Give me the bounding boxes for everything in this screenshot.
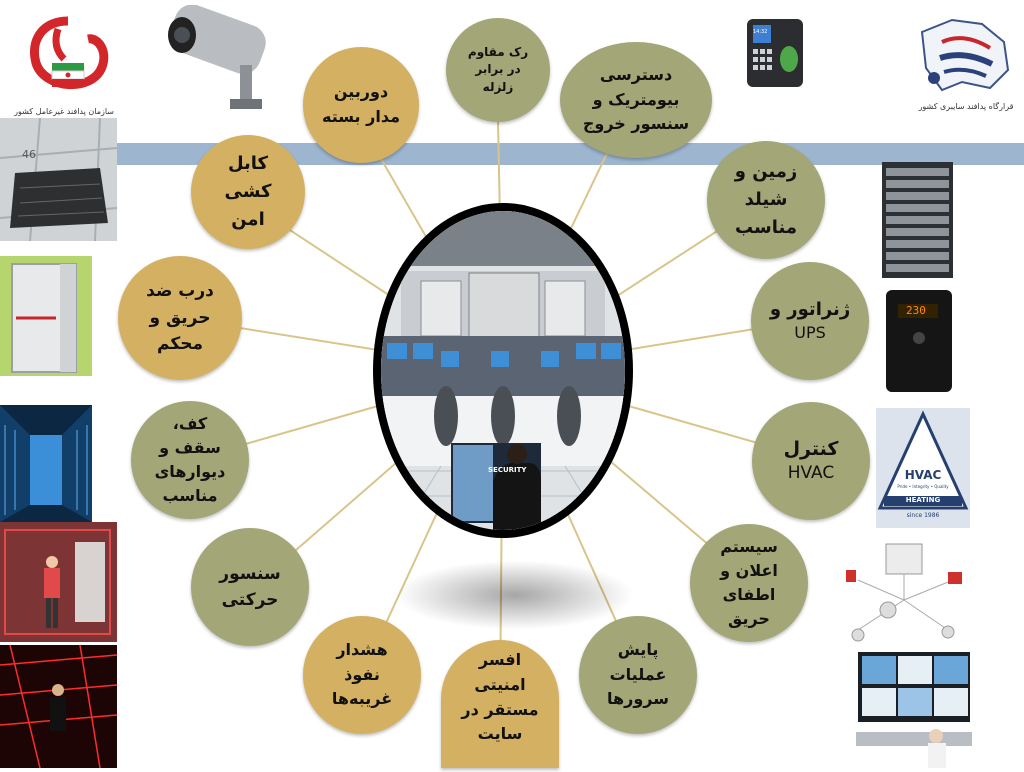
topic-motion-sensor: سنسور حرکتی <box>191 528 309 646</box>
hvac-label: HVAC <box>787 463 835 484</box>
topic-hvac: کنترل HVAC <box>752 402 870 520</box>
topic-cabling: کابل کشی امن <box>191 135 305 249</box>
topic-fire-alarm: سیستم اعلان و اطفای حریق <box>690 524 808 642</box>
topic-biometric: دسترسی بیومتریک و سنسور خروج <box>560 42 712 158</box>
monitoring-screens-image <box>856 648 972 768</box>
motion-detect-photo <box>0 522 117 642</box>
topic-quake-rack: رک مقاوم در برابر زلزله <box>446 18 550 122</box>
topic-floors: کف، سقف و دیوارهای مناسب <box>131 401 249 519</box>
topic-guard: افسر امنیتی مستقر در سایت <box>441 640 559 768</box>
topic-fire-door: درب ضد حریق و محکم <box>118 256 242 380</box>
intrusion-laser-photo <box>0 645 117 768</box>
cctv-camera-image <box>160 4 280 115</box>
fingerprint-reader-image: 14:32 <box>745 17 805 89</box>
hub-shadow <box>395 560 635 630</box>
server-aisle-photo <box>0 405 92 522</box>
ups-label: UPS <box>794 323 826 343</box>
generator-label: ژنراتور و <box>769 299 851 321</box>
topic-cctv: دوربین مدار بسته <box>303 47 419 163</box>
ups-device-image: 230 <box>882 286 956 396</box>
topic-server-monitoring: پایش عملیات سرورها <box>579 616 697 734</box>
hvac-logo: HVAC Pride • Integrity • Quality HEATING… <box>876 408 970 528</box>
fire-alarm-diagram-image <box>838 540 968 652</box>
fire-door-photo <box>0 256 92 376</box>
hvac-logo-title: HVAC <box>904 468 942 482</box>
cyber-defense-logo: قرارگاه پدافند سایبری کشور <box>912 12 1020 120</box>
control-room-image: SECURITY <box>381 211 625 530</box>
hvac-logo-since: since 1986 <box>906 512 940 519</box>
security-badge: SECURITY <box>488 466 527 474</box>
fingerprint-screen-time: 14:32 <box>753 29 768 35</box>
ups-display-value: 230 <box>906 304 926 317</box>
hvac-control-label: کنترل <box>783 437 839 460</box>
topic-grounding: زمین و شیلد مناسب <box>707 141 825 259</box>
raised-floor-photo: 46 <box>0 118 117 241</box>
topic-intrusion: هشدار نفوذ غریبه‌ها <box>303 616 421 734</box>
topic-generator-ups: ژنراتور و UPS <box>751 262 869 380</box>
passive-defense-caption: سازمان پدافند غیرعامل کشور <box>14 107 114 116</box>
data-center-hub: SECURITY <box>373 203 633 538</box>
cyber-defense-caption: قرارگاه پدافند سایبری کشور <box>918 102 1014 111</box>
hvac-logo-heating: HEATING <box>905 496 941 504</box>
server-rack-image <box>880 160 955 280</box>
floor-tile-number: 46 <box>22 148 36 161</box>
hvac-logo-tagline: Pride • Integrity • Quality <box>897 484 949 489</box>
passive-defense-logo: سازمان پدافند غیرعامل کشور <box>14 13 114 118</box>
